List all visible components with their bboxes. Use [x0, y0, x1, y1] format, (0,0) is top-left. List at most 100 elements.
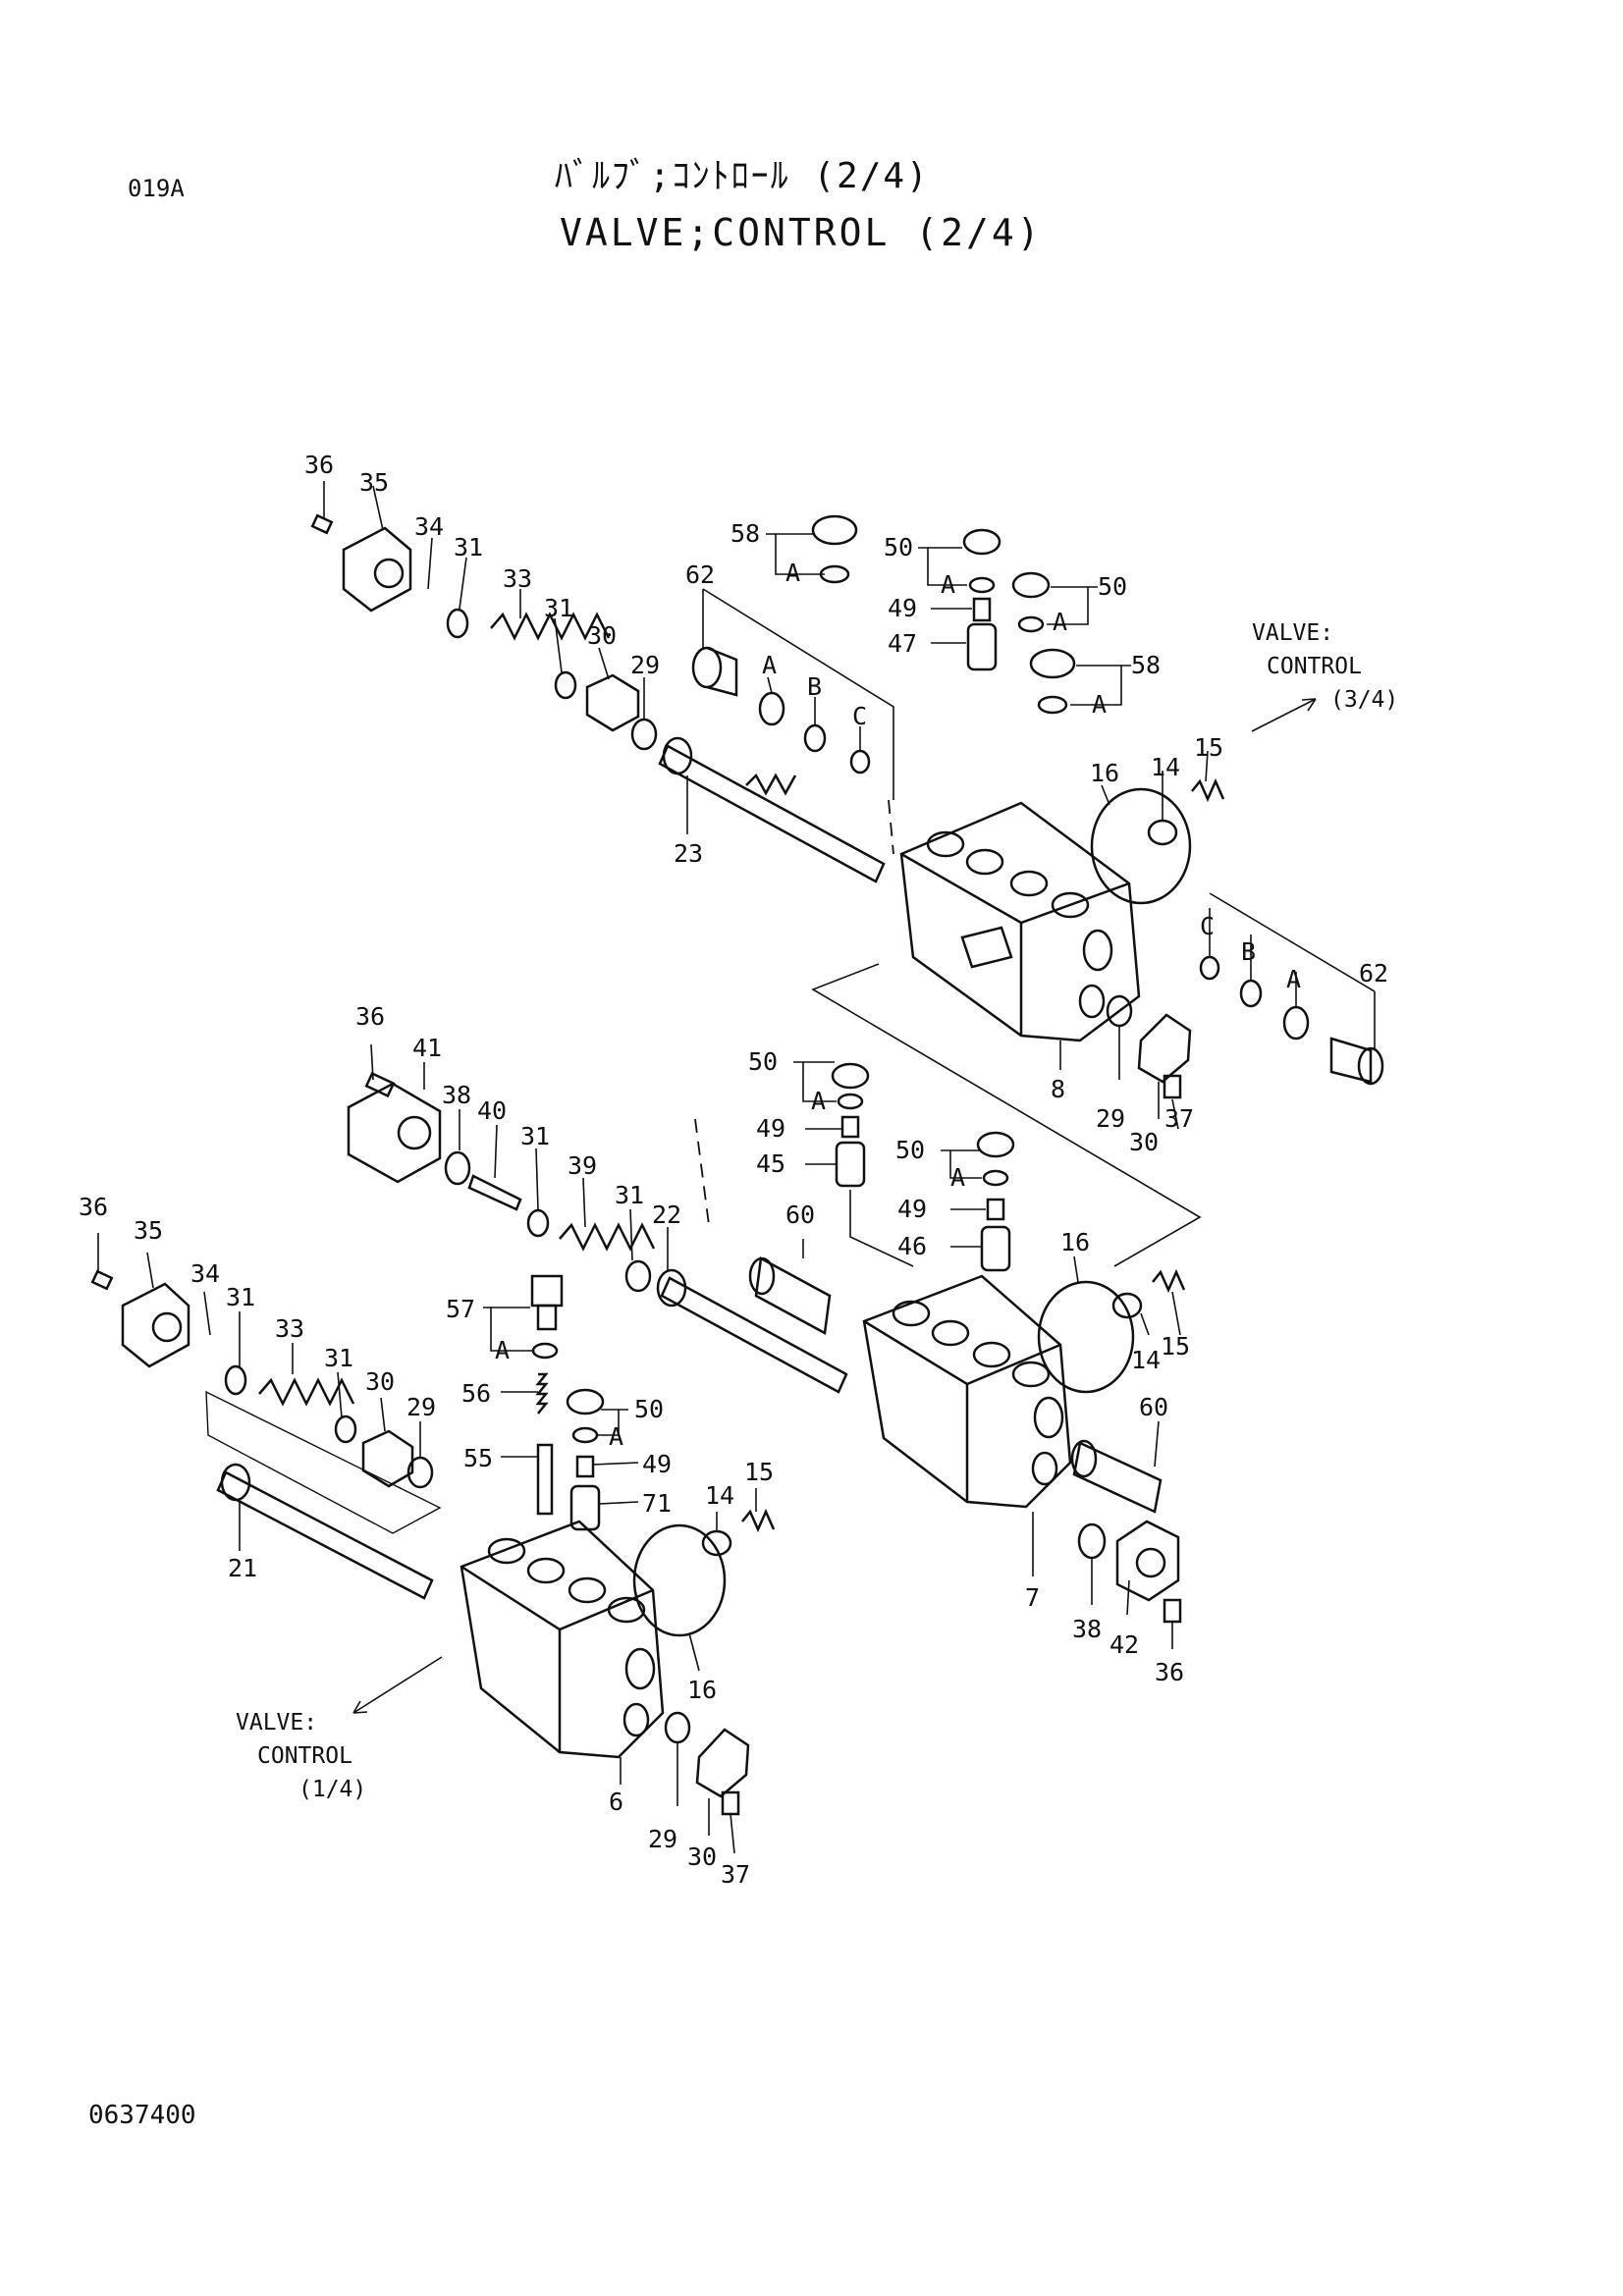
plug-62-upper-left — [691, 646, 738, 697]
poppet-14-middle — [1111, 1292, 1143, 1319]
spring-56 — [535, 1372, 549, 1415]
label-15: 15 — [744, 1458, 774, 1486]
oring-a-upper-left — [758, 691, 785, 726]
label-a: A — [495, 1336, 510, 1364]
plug-58-upper-b — [1029, 648, 1076, 679]
label-60: 60 — [785, 1201, 815, 1229]
plate-30-upper-right — [1137, 1013, 1192, 1084]
seat-31-upper-a — [446, 608, 469, 639]
label-62: 62 — [1359, 959, 1388, 988]
piston-71 — [569, 1484, 601, 1531]
spring-33-upper — [490, 612, 611, 641]
plug-58-upper-a — [811, 514, 858, 546]
relief-valve-60-middle-right — [1070, 1439, 1163, 1514]
piston-45 — [835, 1141, 866, 1188]
label-29: 29 — [1096, 1104, 1125, 1133]
reference-line-1: VALVE: — [236, 1710, 317, 1735]
label-23: 23 — [674, 839, 703, 868]
label-46: 46 — [897, 1232, 927, 1260]
label-c: C — [852, 702, 867, 730]
spring-39 — [559, 1222, 656, 1252]
cap-35-lower — [90, 1269, 190, 1368]
spool-21 — [216, 1463, 434, 1600]
label-35: 35 — [134, 1216, 163, 1245]
label-50: 50 — [1098, 572, 1127, 601]
plug-50-middle-b — [976, 1131, 1015, 1158]
oring-b-upper-left — [803, 723, 827, 753]
label-36: 36 — [304, 451, 334, 479]
label-a: A — [1053, 608, 1067, 636]
label-58: 58 — [730, 519, 760, 548]
bolt-37-lower — [721, 1790, 740, 1816]
reference-valve-control-3-4: VALVE: CONTROL (3/4) — [1252, 620, 1398, 713]
oring-50-middle-a — [837, 1093, 864, 1110]
cap-35-upper — [310, 513, 412, 613]
bolt-37-upper — [1163, 1074, 1182, 1099]
label-55: 55 — [463, 1444, 493, 1472]
label-56: 56 — [461, 1379, 491, 1408]
label-30: 30 — [1129, 1128, 1159, 1156]
label-62: 62 — [685, 561, 715, 589]
label-22: 22 — [652, 1201, 681, 1229]
oring-58-upper-b — [1037, 695, 1068, 715]
label-36: 36 — [79, 1193, 108, 1221]
label-a: A — [811, 1087, 826, 1115]
page-code: 019A — [128, 175, 185, 202]
label-39: 39 — [568, 1151, 597, 1180]
label-38: 38 — [1072, 1615, 1102, 1643]
label-31: 31 — [454, 533, 483, 561]
plate-30-lower — [361, 1429, 414, 1488]
spring-49-middle-a — [840, 1115, 860, 1139]
label-29: 29 — [406, 1393, 436, 1421]
pin-40 — [467, 1174, 522, 1211]
label-37: 37 — [1164, 1104, 1194, 1133]
label-50: 50 — [895, 1136, 925, 1164]
seat-31-upper-b — [554, 670, 577, 700]
label-a: A — [1092, 690, 1107, 719]
spring-33-lower — [258, 1377, 355, 1407]
bolt-36-middle-right — [1163, 1598, 1182, 1624]
label-b: B — [807, 672, 822, 701]
oring-50-middle-b — [982, 1169, 1009, 1187]
seat-31-lower-a — [224, 1364, 247, 1396]
plug-50-middle-a — [831, 1062, 870, 1090]
reference-line-2: CONTROL — [257, 1743, 352, 1769]
label-49: 49 — [756, 1114, 785, 1143]
label-47: 47 — [888, 629, 917, 658]
cap-41 — [347, 1071, 442, 1184]
oring-38-middle — [444, 1150, 471, 1186]
valve-body-8 — [899, 801, 1141, 1042]
pin-55 — [536, 1443, 554, 1516]
valve-section-6-group — [90, 1269, 776, 1816]
oring-38-middle-right — [1077, 1522, 1107, 1560]
label-45: 45 — [756, 1149, 785, 1178]
oring-50-lower — [571, 1426, 599, 1444]
oring-16-middle — [1037, 1280, 1135, 1394]
ring-29-upper — [630, 718, 658, 751]
label-50: 50 — [884, 533, 913, 561]
valve-section-7-group — [347, 1062, 1186, 1624]
oring-c-upper-left — [849, 749, 871, 774]
leader-lines — [97, 481, 1376, 1854]
drawing-number: 0637400 — [88, 2101, 196, 2130]
label-29: 29 — [648, 1825, 677, 1853]
ring-29-upper-right — [1106, 994, 1133, 1028]
spring-15-upper — [1191, 777, 1225, 803]
label-21: 21 — [228, 1554, 257, 1582]
label-60: 60 — [1139, 1393, 1168, 1421]
label-a: A — [785, 559, 800, 587]
label-40: 40 — [477, 1096, 507, 1125]
cap-42 — [1115, 1520, 1180, 1602]
label-49: 49 — [897, 1195, 927, 1223]
seat-31-middle-b — [624, 1259, 652, 1293]
label-33: 33 — [275, 1314, 304, 1343]
reference-line-3: (3/4) — [1330, 687, 1398, 713]
label-42: 42 — [1109, 1630, 1139, 1659]
spring-49-middle-b — [986, 1198, 1005, 1221]
label-37: 37 — [721, 1860, 750, 1889]
label-41: 41 — [412, 1034, 442, 1062]
oring-a-upper-right — [1282, 1005, 1310, 1041]
label-15: 15 — [1194, 733, 1223, 762]
label-14: 14 — [1131, 1346, 1161, 1374]
reference-valve-control-1-4: VALVE: CONTROL (1/4) — [236, 1710, 366, 1802]
